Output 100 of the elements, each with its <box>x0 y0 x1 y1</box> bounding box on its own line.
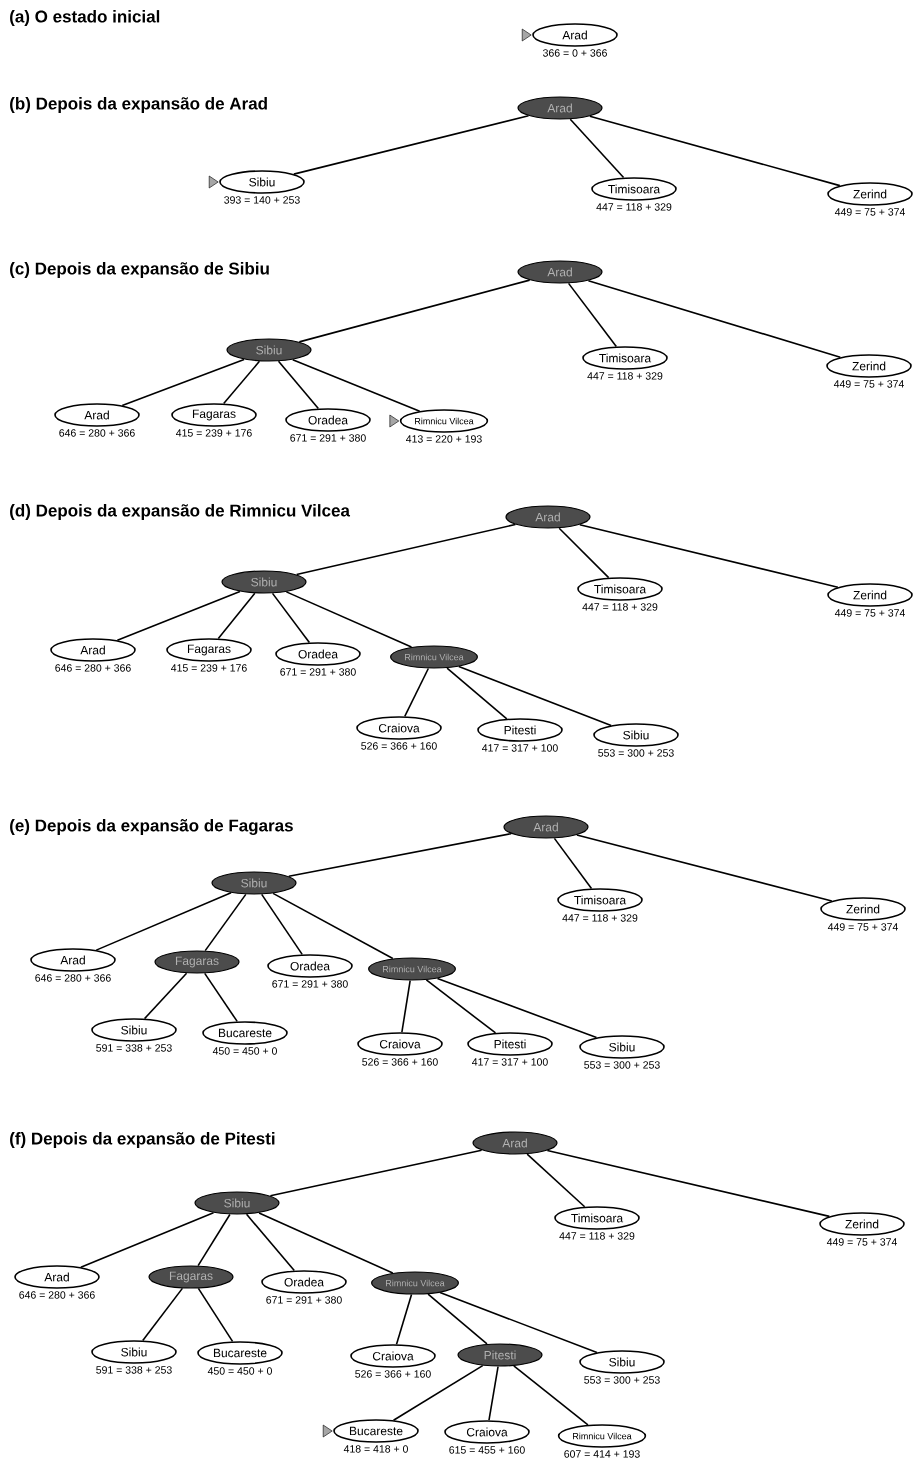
tree-edge <box>271 592 311 644</box>
tree-node: Oradea <box>275 642 361 666</box>
tree-edge <box>277 360 320 410</box>
tree-node: Timisoara <box>557 888 643 912</box>
tree-edge <box>291 358 421 412</box>
tree-node: Arad <box>54 403 140 427</box>
tree-edge <box>425 979 497 1034</box>
tree-node: Rimnicu Vilcea <box>368 957 456 981</box>
tree-edge <box>567 282 618 348</box>
tree-node: Sibiu <box>226 338 312 362</box>
tree-node: Arad <box>505 505 591 529</box>
tree-node: Timisoara <box>554 1206 640 1230</box>
panel-heading: (f) Depois da expansão de Pitesti <box>10 1132 275 1148</box>
cost-label: 366 = 0 + 366 <box>543 49 607 57</box>
tree-edge <box>293 115 530 175</box>
tree-edge <box>197 1213 231 1267</box>
tree-edge <box>222 360 261 405</box>
cost-label: 671 = 291 + 380 <box>266 1296 342 1304</box>
tree-edge <box>121 358 245 407</box>
tree-node: Timisoara <box>591 177 677 201</box>
tree-edge <box>95 892 232 951</box>
cost-label: 413 = 220 + 193 <box>406 435 482 443</box>
tree-node: Arad <box>472 1131 558 1155</box>
cost-label: 526 = 366 + 160 <box>355 1370 431 1378</box>
panel-heading: (e) Depois da expansão de Fagaras <box>10 819 293 835</box>
tree-node: Rimnicu Vilcea <box>390 645 478 669</box>
tree-node: Arad <box>30 948 116 972</box>
tree-edge <box>245 1213 296 1272</box>
cost-label: 450 = 450 + 0 <box>212 1047 277 1055</box>
tree-node: Zerind <box>826 354 912 378</box>
cost-label: 646 = 280 + 366 <box>59 429 135 437</box>
tree-edge <box>258 1212 394 1274</box>
tree-node: Craiova <box>356 716 442 740</box>
tree-edge <box>295 523 517 576</box>
tree-edge <box>546 1149 831 1218</box>
tree-node: Sibiu <box>579 1035 665 1059</box>
tree-edge <box>203 972 238 1023</box>
tree-node: Craiova <box>444 1420 530 1444</box>
cost-label: 553 = 300 + 253 <box>598 749 674 757</box>
tree-edge <box>298 279 531 343</box>
tree-node: Zerind <box>820 897 906 921</box>
tree-node: Pitesti <box>477 718 563 742</box>
tree-edge <box>403 667 430 718</box>
cost-label: 449 = 75 + 374 <box>827 923 898 931</box>
cost-label: 449 = 75 + 374 <box>834 208 905 216</box>
cost-label: 615 = 455 + 160 <box>449 1446 525 1454</box>
tree-edge <box>439 1291 598 1354</box>
tree-edge <box>285 591 413 648</box>
cost-label: 447 = 118 + 329 <box>587 372 663 380</box>
tree-node: Arad <box>532 23 618 47</box>
tree-node: Zerind <box>827 583 913 607</box>
tree-edge <box>269 1149 483 1197</box>
tree-node: Sibiu <box>221 570 307 594</box>
tree-edge <box>436 977 598 1039</box>
cost-label: 553 = 300 + 253 <box>584 1376 660 1384</box>
tree-node: Arad <box>517 260 603 284</box>
tree-node: Sibiu <box>593 723 679 747</box>
cost-label: 415 = 239 + 176 <box>171 664 247 672</box>
tree-edge <box>526 1153 586 1208</box>
cost-label: 646 = 280 + 366 <box>35 974 111 982</box>
tree-edge <box>204 893 247 952</box>
tree-node: Fagaras <box>148 1265 234 1289</box>
cost-label: 449 = 75 + 374 <box>826 1238 897 1246</box>
tree-node: Sibiu <box>91 1340 177 1364</box>
cost-label: 393 = 140 + 253 <box>224 196 300 204</box>
panel-heading: (a) O estado inicial <box>10 10 160 26</box>
tree-node: Arad <box>50 638 136 662</box>
cost-label: 415 = 239 + 176 <box>176 429 252 437</box>
tree-edge <box>446 667 508 720</box>
tree-node: Oradea <box>267 954 353 978</box>
cost-label: 671 = 291 + 380 <box>280 668 356 676</box>
tree-edge <box>558 527 610 579</box>
tree-node: Timisoara <box>582 346 668 370</box>
cost-label: 671 = 291 + 380 <box>290 434 366 442</box>
cost-label: 591 = 338 + 253 <box>96 1366 172 1374</box>
tree-node: Arad <box>503 815 589 839</box>
cost-label: 450 = 450 + 0 <box>207 1367 272 1375</box>
cost-label: 607 = 414 + 193 <box>564 1450 640 1458</box>
cost-label: 447 = 118 + 329 <box>562 914 638 922</box>
tree-node: Pitesti <box>467 1032 553 1056</box>
tree-edge <box>80 1211 215 1268</box>
tree-edge <box>260 893 303 956</box>
cost-label: 449 = 75 + 374 <box>833 380 904 388</box>
tree-edge <box>395 1293 413 1346</box>
tree-node: Craiova <box>357 1032 443 1056</box>
tree-edge <box>142 1287 184 1342</box>
cost-label: 447 = 118 + 329 <box>596 203 672 211</box>
cost-label: 671 = 291 + 380 <box>272 980 348 988</box>
tree-node: Arad <box>517 96 603 120</box>
tree-edge <box>427 1293 488 1345</box>
cost-label: 417 = 317 + 100 <box>482 744 558 752</box>
cost-label: 417 = 317 + 100 <box>472 1058 548 1066</box>
cost-label: 591 = 338 + 253 <box>96 1044 172 1052</box>
panel-heading: (b) Depois da expansão de Arad <box>10 97 267 113</box>
tree-edge <box>589 115 841 187</box>
panel-heading: (c) Depois da expansão de Sibiu <box>10 262 269 278</box>
tree-edge <box>392 1364 484 1422</box>
tree-edge <box>576 834 833 902</box>
tree-edge <box>197 1287 234 1343</box>
tree-edge <box>513 1365 589 1426</box>
